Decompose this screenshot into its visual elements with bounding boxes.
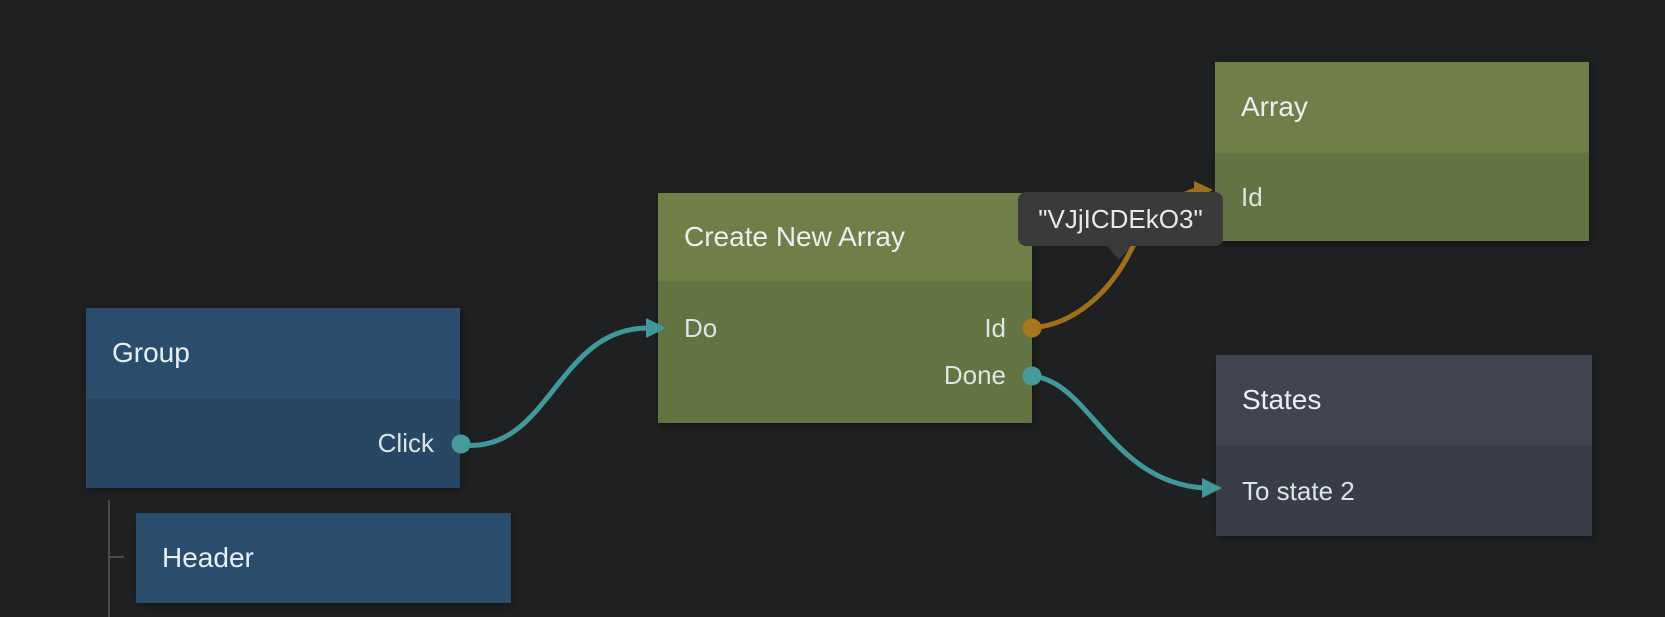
wire-done-to-state[interactable] xyxy=(1029,373,1207,491)
node-states-title: States xyxy=(1242,384,1322,415)
node-header-header: Header xyxy=(136,513,511,603)
wire-click-to-do[interactable] xyxy=(459,325,651,448)
port-row-done: Done xyxy=(658,352,1032,399)
node-states-body: To state 2 xyxy=(1216,445,1592,536)
node-header-title: Header xyxy=(162,542,254,573)
port-label-done[interactable]: Done xyxy=(943,360,1006,390)
node-array[interactable]: Array Id xyxy=(1215,62,1589,241)
tooltip-pointer xyxy=(1106,245,1132,260)
node-header[interactable]: Header xyxy=(136,513,511,603)
hierarchy-line xyxy=(108,500,110,617)
node-array-header: Array xyxy=(1215,62,1589,152)
node-array-title: Array xyxy=(1241,91,1308,122)
node-states-header: States xyxy=(1216,355,1592,445)
node-create-new-array-body: Do Id Done xyxy=(658,280,1032,423)
hierarchy-tick xyxy=(108,556,124,558)
node-group-header: Group xyxy=(86,308,460,397)
node-create-new-array-title: Create New Array xyxy=(684,220,905,252)
node-create-new-array[interactable]: Create New Array Do Id Done xyxy=(658,193,1032,423)
node-group[interactable]: Group Click xyxy=(86,308,460,488)
node-group-body: Click xyxy=(86,397,460,488)
port-row-to-state-2: To state 2 xyxy=(1216,468,1592,515)
node-create-new-array-header: Create New Array xyxy=(658,193,1032,280)
connection-value-tooltip: "VJjICDEkO3" xyxy=(1018,192,1223,260)
port-row-do-id: Do Id xyxy=(658,305,1032,352)
port-label-do[interactable]: Do xyxy=(684,313,718,343)
node-group-title: Group xyxy=(112,336,190,368)
node-states[interactable]: States To state 2 xyxy=(1216,355,1592,536)
tooltip-value-text: "VJjICDEkO3" xyxy=(1038,203,1203,234)
port-label-to-state-2[interactable]: To state 2 xyxy=(1242,475,1355,506)
port-label-id-in[interactable]: Id xyxy=(1241,181,1263,212)
node-array-body: Id xyxy=(1215,152,1589,241)
port-row-click: Click xyxy=(86,420,460,467)
port-row-id-in: Id xyxy=(1215,174,1589,221)
port-label-click[interactable]: Click xyxy=(377,427,434,458)
port-label-id-out[interactable]: Id xyxy=(984,313,1006,343)
